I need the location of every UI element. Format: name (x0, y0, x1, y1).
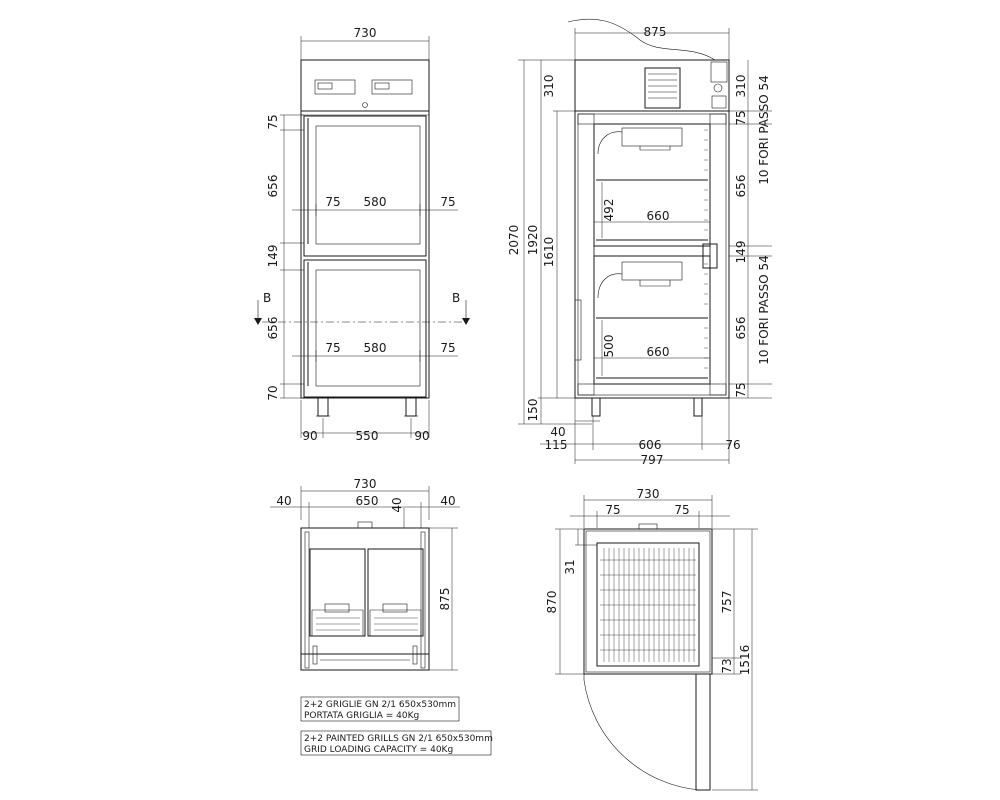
open-door (695, 673, 711, 791)
grill-slot-right (367, 548, 424, 637)
side-bottom-797: 797 (641, 453, 664, 467)
front-dim-149: 149 (266, 245, 280, 268)
notes-it-line2: PORTATA GRIGLIA = 40Kg (304, 711, 419, 721)
front-dim-580-bot: 580 (364, 341, 387, 355)
top-left-40: 40 (276, 494, 291, 508)
side-fori-bottom: 10 FORI PASSO 54 (757, 255, 771, 365)
front-foot-mid: 550 (356, 429, 379, 443)
front-view: 730 75 656 149 656 70 (254, 26, 470, 443)
front-dim-75-left-bot: 75 (325, 341, 340, 355)
side-bottom-76: 76 (725, 438, 740, 452)
front-dim-656-bottom: 656 (266, 317, 280, 340)
control-panel-display-right (371, 79, 413, 95)
plan-grill (600, 548, 696, 662)
side-right-310: 310 (734, 75, 748, 98)
side-shelf-top-width: 660 (647, 209, 670, 223)
side-dim-310: 310 (542, 75, 556, 98)
section-arrow-left-icon (254, 318, 262, 325)
side-shelf-top-height: 492 (602, 199, 616, 222)
front-foot-right: 90 (414, 429, 429, 443)
front-dim-75-right-top: 75 (440, 195, 455, 209)
plan-870: 870 (545, 591, 559, 614)
side-fori-top: 10 FORI PASSO 54 (757, 75, 771, 185)
top-inner-40: 40 (390, 497, 404, 512)
front-dim-75-left-top: 75 (325, 195, 340, 209)
top-650: 650 (356, 494, 379, 508)
side-shelf-bot-width: 660 (647, 345, 670, 359)
plan-left-75: 75 (605, 503, 620, 517)
side-right-656-b: 656 (734, 317, 748, 340)
side-bottom-40: 40 (550, 425, 565, 439)
top-height-875: 875 (438, 588, 452, 611)
front-width-label: 730 (354, 26, 377, 40)
upper-door (303, 115, 427, 257)
side-section-view: 875 (507, 18, 772, 467)
control-panel-display-left (314, 79, 356, 95)
side-right-656-a: 656 (734, 175, 748, 198)
side-right-149: 149 (734, 241, 748, 264)
notes-it-line1: 2+2 GRIGLIE GN 2/1 650x530mm (304, 700, 456, 710)
plan-view: 730 75 75 870 31 757 73 1516 (545, 487, 758, 791)
evaporator-bottom (621, 261, 683, 281)
notes-english (300, 730, 492, 756)
lower-door (303, 259, 427, 398)
section-arrow-right-icon (462, 318, 470, 325)
front-dim-75-top: 75 (266, 114, 280, 129)
evaporator-top (621, 127, 683, 147)
notes-italian (300, 696, 460, 722)
side-bottom-115: 115 (545, 438, 568, 452)
side-shelf-bot-height: 500 (602, 335, 616, 358)
top-right-40: 40 (440, 494, 455, 508)
plan-31: 31 (563, 559, 577, 574)
side-bottom-606: 606 (639, 438, 662, 452)
section-mark-left: B (263, 291, 271, 305)
side-right-75-a: 75 (734, 110, 748, 125)
notes-en-line1: 2+2 PAINTED GRILLS GN 2/1 650x530mm (304, 734, 493, 744)
front-dim-75-right-bot: 75 (440, 341, 455, 355)
top-width-730: 730 (354, 477, 377, 491)
plan-1516: 1516 (738, 645, 752, 676)
control-board (710, 61, 728, 83)
front-dim-656-top: 656 (266, 175, 280, 198)
side-dim-1610: 1610 (542, 237, 556, 268)
plan-right-75: 75 (674, 503, 689, 517)
side-dim-2070: 2070 (507, 225, 521, 256)
middle-connector (702, 243, 718, 269)
lock-icon (362, 102, 368, 108)
front-foot-left: 90 (302, 429, 317, 443)
compressor-unit (644, 67, 681, 109)
power-cable (567, 18, 716, 61)
grill-slot-left (309, 548, 366, 637)
front-dim-70: 70 (266, 385, 280, 400)
side-depth-label: 875 (644, 25, 667, 39)
side-dim-150: 150 (526, 399, 540, 422)
side-right-75-b: 75 (734, 382, 748, 397)
internal-top-view: 730 40 650 40 40 8 (270, 477, 493, 756)
front-dim-580-top: 580 (364, 195, 387, 209)
notes-en-line2: GRID LOADING CAPACITY = 40Kg (304, 745, 453, 755)
section-mark-right: B (452, 291, 460, 305)
plan-757: 757 (720, 591, 734, 614)
plan-73: 73 (720, 658, 734, 673)
side-dim-1920: 1920 (526, 225, 540, 256)
plan-width-730: 730 (637, 487, 660, 501)
